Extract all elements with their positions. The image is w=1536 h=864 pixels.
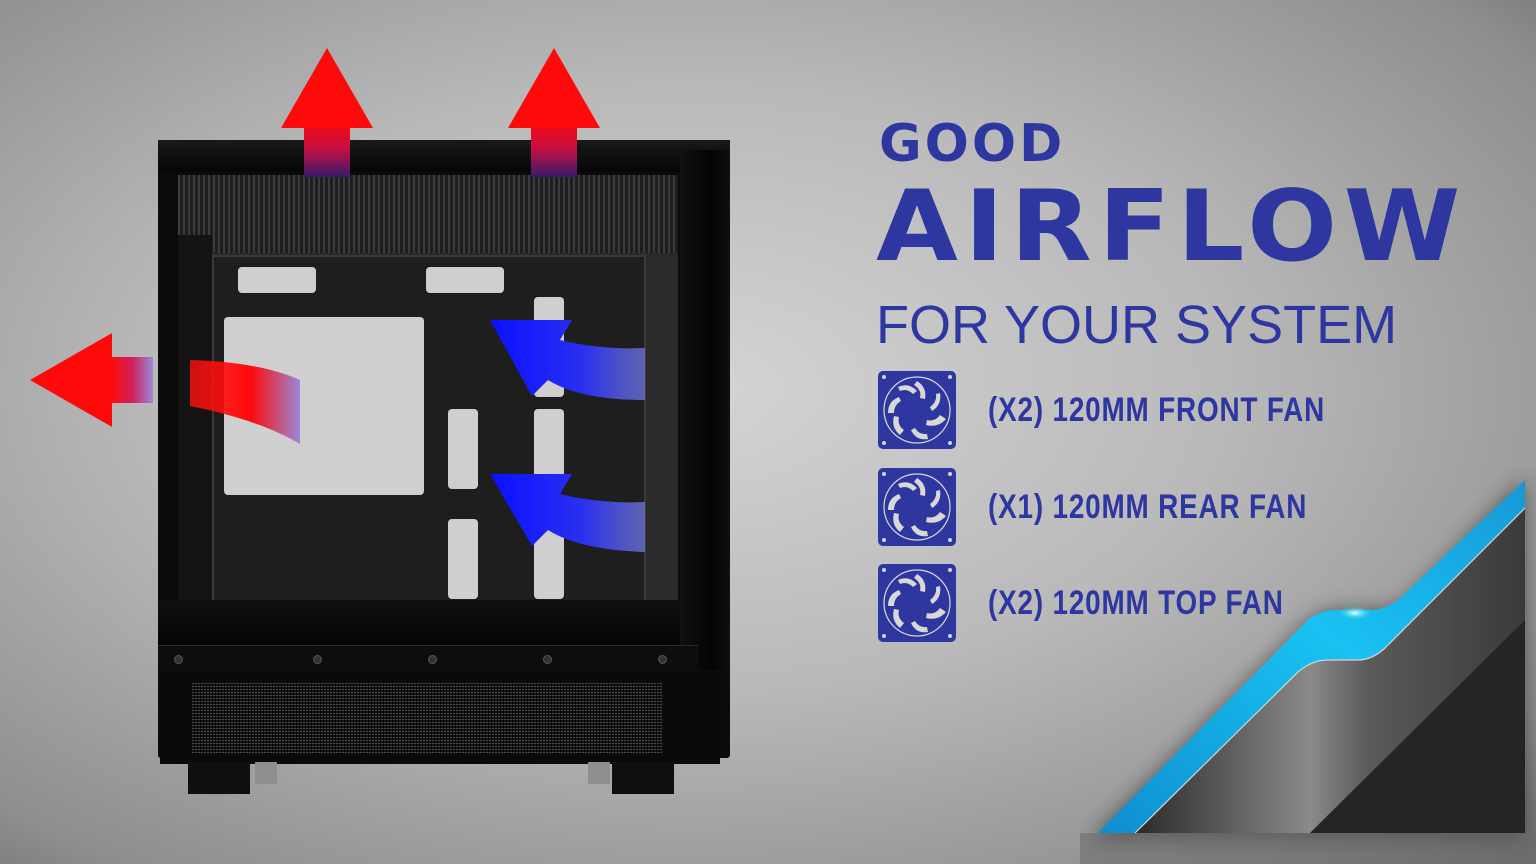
headline-subtitle: FOR YOUR SYSTEM — [876, 295, 1398, 355]
bottom-rail — [158, 645, 698, 674]
headline-good: GOOD — [879, 114, 1066, 174]
tray-cutout — [426, 267, 504, 293]
intake-arrow-lower-icon — [490, 474, 645, 552]
intake-arrow-upper-icon — [490, 320, 645, 400]
fan-icon — [878, 371, 956, 449]
case-foot-left — [188, 762, 250, 794]
screw-icon — [313, 655, 322, 664]
top-mesh-filter — [178, 175, 678, 253]
exhaust-arrow-top-left-icon — [281, 48, 373, 178]
case-front-panel — [680, 150, 730, 670]
fan-label: (X1) 120MM REAR FAN — [988, 487, 1308, 526]
screw-icon — [428, 655, 437, 664]
case-top-panel — [158, 140, 730, 172]
cable-cutout — [448, 409, 478, 489]
decorative-corner-swoosh — [1080, 478, 1536, 864]
fan-list-item-top: (X2) 120MM TOP FAN — [878, 563, 1438, 643]
case-foot-pad — [255, 762, 277, 784]
exhaust-arrow-rear-icon — [30, 333, 153, 427]
case-foot-right — [612, 762, 674, 794]
screw-icon — [174, 655, 183, 664]
screw-icon — [658, 655, 667, 664]
fan-label: (X2) 120MM FRONT FAN — [988, 390, 1326, 429]
fan-list-item-front: (X2) 120MM FRONT FAN — [878, 370, 1438, 450]
exhaust-arrow-top-right-icon — [508, 48, 600, 178]
case-foot-pad — [588, 762, 610, 784]
fan-icon — [878, 564, 956, 642]
cable-cutout — [448, 519, 478, 599]
fan-label: (X2) 120MM TOP FAN — [988, 583, 1284, 622]
fan-icon — [878, 468, 956, 546]
rear-bracket — [178, 235, 212, 600]
screw-icon — [543, 655, 552, 664]
fan-list-item-rear: (X1) 120MM REAR FAN — [878, 467, 1438, 547]
tray-cutout — [238, 267, 316, 293]
psu-shroud — [158, 600, 680, 645]
exhaust-flow-curve-icon — [190, 360, 300, 444]
psu-vent-grille — [192, 683, 662, 753]
headline-airflow: AIRFLOW — [876, 170, 1467, 284]
